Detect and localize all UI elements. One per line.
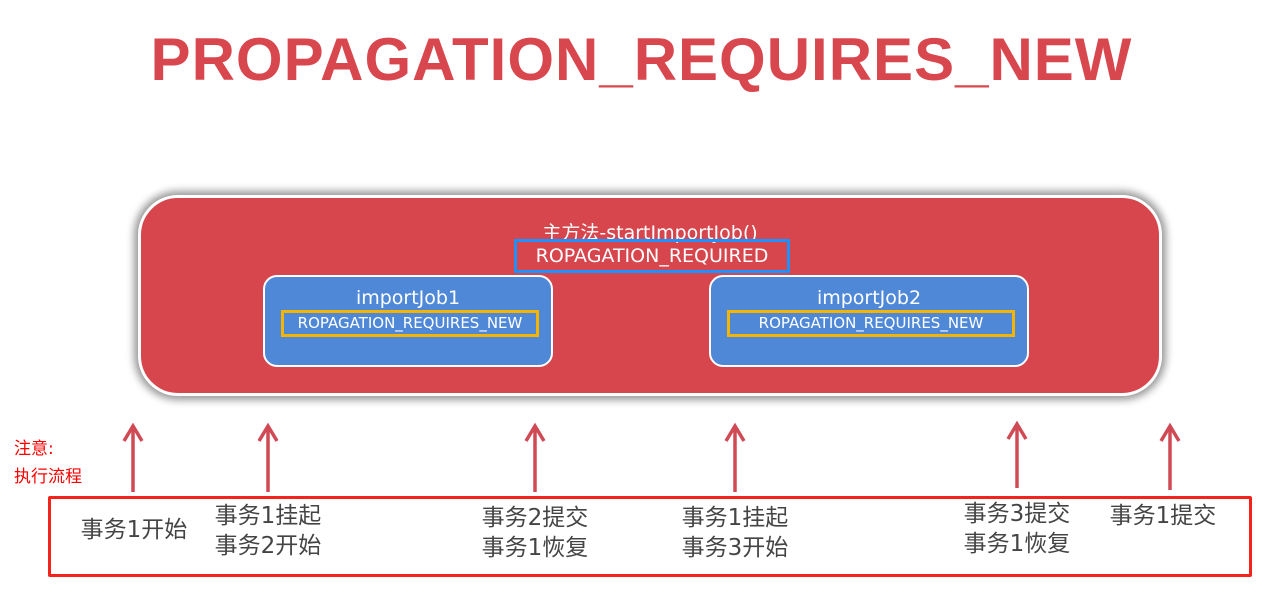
step-line: 事务1挂起 <box>681 505 789 531</box>
main-propagation-label: ROPAGATION_REQUIRED <box>514 239 790 273</box>
arrow-up-icon <box>257 422 279 492</box>
step-line: 事务1开始 <box>80 517 188 543</box>
execution-flow-box <box>48 496 1252 577</box>
step-line: 事务2开始 <box>214 533 322 559</box>
note-label: 执行流程 <box>14 467 82 487</box>
step-label: 事务3提交事务1恢复 <box>937 499 1097 559</box>
step-line: 事务1挂起 <box>214 503 322 529</box>
job-name: importJob1 <box>355 287 461 309</box>
job-propagation-label: ROPAGATION_REQUIRES_NEW <box>727 310 1015 337</box>
slide-title: PROPAGATION_REQUIRES_NEW <box>150 26 1133 93</box>
arrow-up-icon <box>122 422 144 492</box>
job-propagation-label: ROPAGATION_REQUIRES_NEW <box>281 310 539 337</box>
main-method-name: 主方法-startImportJob() <box>542 222 758 244</box>
step-line: 事务1提交 <box>1109 503 1217 529</box>
import-job2-box: importJob2 ROPAGATION_REQUIRES_NEW <box>709 275 1029 367</box>
step-line: 事务1恢复 <box>481 535 589 561</box>
note-label: 注意: <box>14 439 54 459</box>
arrow-up-icon <box>724 422 746 492</box>
job-name: importJob2 <box>816 287 922 309</box>
main-method-box: 主方法-startImportJob() ROPAGATION_REQUIRED… <box>138 195 1162 396</box>
step-label: 事务1提交 <box>1083 501 1243 531</box>
arrow-up-icon <box>1006 420 1028 488</box>
step-label: 事务2提交事务1恢复 <box>455 503 615 563</box>
step-line: 事务2提交 <box>481 505 589 531</box>
step-line: 事务3开始 <box>681 535 789 561</box>
step-label: 事务1开始 <box>54 515 214 545</box>
import-job1-box: importJob1 ROPAGATION_REQUIRES_NEW <box>263 275 553 367</box>
step-line: 事务1恢复 <box>963 531 1071 557</box>
step-label: 事务1挂起事务3开始 <box>655 503 815 563</box>
step-line: 事务3提交 <box>963 501 1071 527</box>
arrow-up-icon <box>524 422 546 492</box>
arrow-up-icon <box>1159 422 1181 490</box>
step-label: 事务1挂起事务2开始 <box>188 501 348 561</box>
